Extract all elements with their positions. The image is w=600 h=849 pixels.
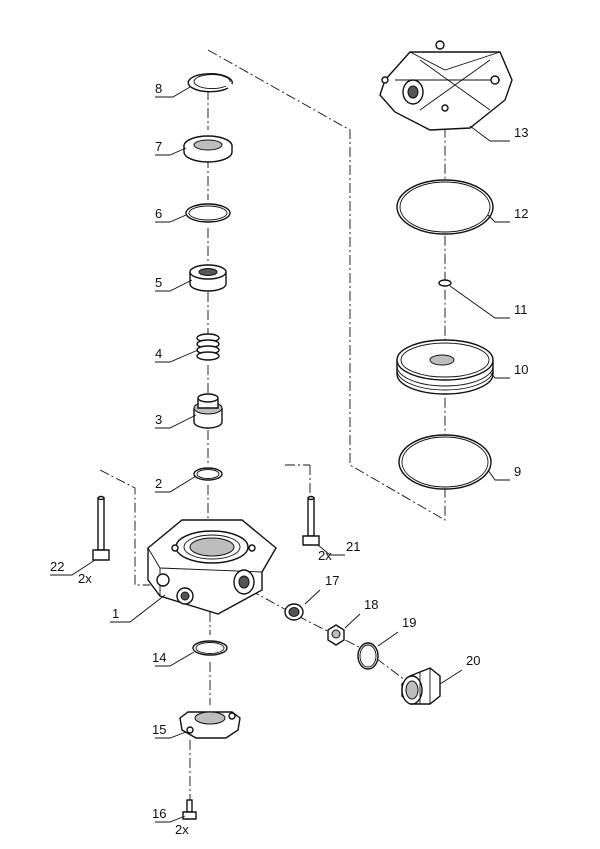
callout-12: 12: [514, 206, 528, 221]
part-6-o-ring: [185, 203, 231, 223]
callout-3: 3: [155, 412, 162, 427]
callout-8: 8: [155, 81, 162, 96]
leader-lines: [50, 86, 510, 823]
part-15-bottom-cover: [179, 711, 241, 739]
callout-18: 18: [364, 597, 378, 612]
callout-21-qty: 2x: [318, 548, 332, 563]
callout-4: 4: [155, 346, 162, 361]
callout-9: 9: [514, 464, 521, 479]
callout-16-qty: 2x: [175, 822, 189, 837]
part-22-long-bolt: [92, 495, 110, 561]
part-19-o-ring: [357, 642, 379, 670]
callout-21: 21: [346, 539, 360, 554]
part-7-seal-cap: [183, 135, 233, 163]
part-11-small-o-ring: [438, 279, 452, 287]
callout-19: 19: [402, 615, 416, 630]
callout-17: 17: [325, 573, 339, 588]
part-5-bearing: [189, 264, 227, 292]
assembly-axes: [99, 49, 446, 800]
callout-6: 6: [155, 206, 162, 221]
part-14-o-ring: [192, 640, 228, 656]
part-4-spring: [196, 333, 220, 361]
part-18-nut: [327, 624, 345, 646]
callout-15: 15: [152, 722, 166, 737]
callout-2: 2: [155, 476, 162, 491]
part-12-large-o-ring: [396, 179, 494, 235]
callout-22: 22: [50, 559, 64, 574]
callout-7: 7: [155, 139, 162, 154]
callout-22-qty: 2x: [78, 571, 92, 586]
part-13-top-housing: [379, 40, 513, 131]
callout-14: 14: [152, 650, 166, 665]
callout-16: 16: [152, 806, 166, 821]
part-10-diaphragm: [396, 339, 494, 395]
part-3-piston: [193, 393, 223, 429]
callout-13: 13: [514, 125, 528, 140]
callout-11: 11: [514, 302, 528, 317]
part-1-valve-body: [147, 519, 277, 615]
part-17-seal: [284, 603, 304, 621]
part-9-large-o-ring: [398, 434, 492, 490]
callout-labels: 8 7 6 5 4 3 2 22 2x 1 14 15 16 2x 13 12 …: [50, 81, 528, 837]
callout-20: 20: [466, 653, 480, 668]
callout-10: 10: [514, 362, 528, 377]
part-20-fitting: [401, 667, 441, 705]
part-21-short-bolt: [302, 495, 320, 546]
callout-5: 5: [155, 275, 162, 290]
callout-1: 1: [112, 606, 119, 621]
part-8-retaining-ring: [187, 72, 233, 93]
part-2-o-ring: [193, 467, 223, 481]
